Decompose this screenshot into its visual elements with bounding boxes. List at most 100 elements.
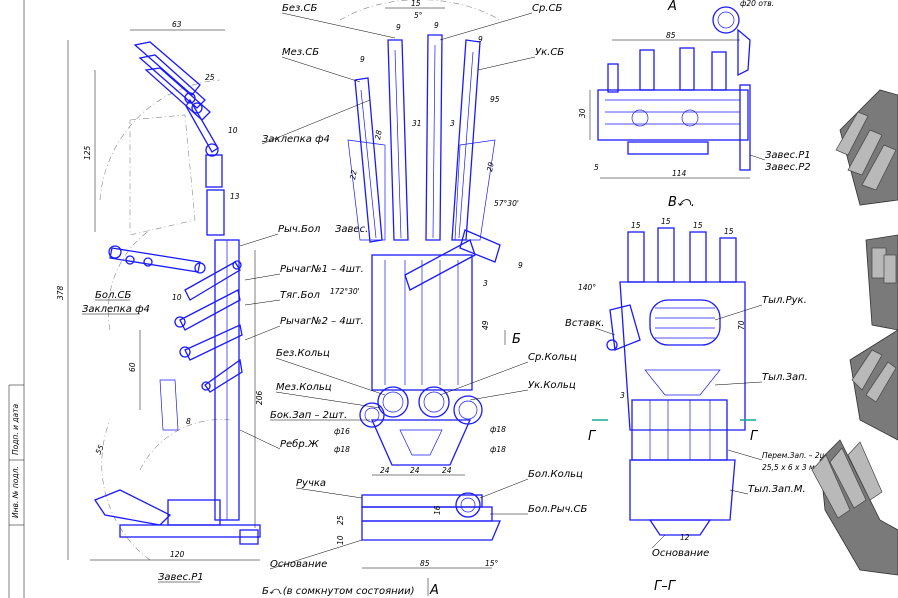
dim-10f: 10 xyxy=(336,535,345,545)
dim-15-s3: 15 xyxy=(693,221,703,230)
dim-15-s4: 15 xyxy=(724,227,734,236)
section-view-caption: Г–Г xyxy=(654,579,677,594)
top-view-caption: В⤺. xyxy=(668,195,695,210)
dim-3b: 3 xyxy=(483,279,488,288)
dim-9e: 9 xyxy=(518,261,523,270)
dim-55: 55 xyxy=(94,443,106,456)
cut-marker-g-left: Г xyxy=(588,429,597,444)
top-marker-a: А xyxy=(667,0,677,14)
label-mez-sb: Мез.СБ xyxy=(282,47,319,58)
dim-18b: ф18 xyxy=(490,425,506,434)
dim-28: 28 xyxy=(373,129,384,140)
label-bez-kolts: Без.Кольц xyxy=(276,348,330,359)
label-osnovanie-section: Основание xyxy=(652,548,709,559)
dim-206: 206 xyxy=(255,390,264,405)
dim-9d: 9 xyxy=(478,35,483,44)
dim-3-section: 3 xyxy=(620,391,625,400)
label-zaves: Завес. xyxy=(335,224,368,235)
render-bottom xyxy=(811,439,898,576)
dim-9b: 9 xyxy=(396,23,401,32)
dim-9c: 9 xyxy=(434,21,439,30)
label-lever1: Рычаг№1 – 4шт. xyxy=(280,264,364,275)
dim-18a: ф18 xyxy=(334,445,350,454)
dim-25: 25 xyxy=(336,515,345,525)
dim-10: 10 xyxy=(228,126,238,135)
dim-3: 3 xyxy=(450,119,455,128)
dim-16: ф16 xyxy=(334,427,350,436)
dim-63: 63 xyxy=(172,20,182,29)
sheet-frame: Подп. и дата Инв. № подл. xyxy=(8,0,25,598)
label-tyl-zap: Тыл.Зап. xyxy=(762,372,808,383)
label-mez-kolts: Мез.Кольц xyxy=(276,382,332,393)
label-peren: Перем.Зап. – 2шт. xyxy=(762,451,833,460)
label-bok-zap: Бок.Зап – 2шт. xyxy=(270,410,347,421)
dim-22: 22 xyxy=(348,169,359,180)
label-lever2: Рычаг№2 – 4шт. xyxy=(280,316,364,327)
dim-49: 49 xyxy=(481,320,490,330)
dim-16b: 16 xyxy=(433,505,442,515)
label-zaves-p2: Завес.Р2 xyxy=(765,162,811,173)
label-zaklepka-front: Заклепка ф4 xyxy=(262,134,330,145)
dim-57: 57°30' xyxy=(494,199,519,208)
section-marker-b: Б xyxy=(512,332,521,347)
label-tyl-ruk: Тыл.Рук. xyxy=(762,295,807,306)
label-bol-sb: Бол.СБ xyxy=(95,290,132,301)
label-bol-kolts: Бол.Кольц xyxy=(528,469,583,480)
label-sr-kolts: Ср.Кольц xyxy=(528,352,577,363)
dim-12: 12 xyxy=(680,533,690,542)
label-ruch-bol: Рыч.Бол xyxy=(278,224,321,235)
label-sr-sb: Ср.СБ xyxy=(532,3,562,14)
dim-10b: 10 xyxy=(172,293,182,302)
label-peren-size: 25,5 х 6 х 3 мм xyxy=(762,463,821,472)
label-ruchka: Ручка xyxy=(296,478,326,489)
dim-140deg: 140° xyxy=(578,283,596,292)
label-zaves-r1: Завес.Р1 xyxy=(158,572,204,583)
label-osnovanie-front: Основание xyxy=(270,559,327,570)
dim-24b: 24 xyxy=(410,466,420,475)
dim-25deg: 25 xyxy=(205,73,215,82)
dim-114: 114 xyxy=(672,169,687,178)
dim-85-top: 85 xyxy=(666,31,676,40)
render-views xyxy=(811,89,898,576)
label-bol-ryc-sb: Бол.Рыч.СБ xyxy=(528,504,588,515)
dim-5deg: 5° xyxy=(414,11,423,20)
dim-30-top: 30 xyxy=(578,108,587,118)
label-vstavk: Вставк. xyxy=(565,318,604,329)
dim-24c: 24 xyxy=(442,466,452,475)
label-uk-sb: Ук.СБ xyxy=(535,47,564,58)
label-bez-sb: Без.СБ xyxy=(282,3,317,14)
ring-left xyxy=(377,386,409,418)
label-tyag-bol: Тяг.Бол xyxy=(280,290,321,301)
dim-172: 172°30' xyxy=(330,287,360,296)
cut-marker-g-right: Г xyxy=(750,429,759,444)
dim-120: 120 xyxy=(170,550,185,559)
front-view: 15 5° 9 9 9 9 95 31 3 28 22 29 57°30' 9 … xyxy=(261,0,588,598)
dim-29: 29 xyxy=(485,161,496,172)
dim-8: 8 xyxy=(186,417,191,426)
dim-20-hole: ф20 отв. xyxy=(740,0,774,8)
dim-15-s2: 15 xyxy=(661,217,671,226)
dim-60: 60 xyxy=(128,362,137,372)
dim-5-top: 5 xyxy=(594,163,599,172)
dim-24a: 24 xyxy=(380,466,390,475)
top-view: А ф20 отв. 85 30 5 114 Завес.Р1 Завес.Р2… xyxy=(578,0,811,210)
front-fingers xyxy=(347,34,496,243)
label-uk-kolts: Ук.Кольц xyxy=(528,380,576,391)
render-top xyxy=(835,89,898,206)
front-view-caption: Б⤺.(в сомкнутом состоянии) xyxy=(262,586,415,597)
dim-18c: ф18 xyxy=(490,445,506,454)
dim-70: 70 xyxy=(737,320,746,330)
dim-125: 125 xyxy=(83,145,92,160)
render-middle xyxy=(865,234,898,331)
stamp-label-a: Подп. и дата xyxy=(11,404,20,455)
label-tyl-zap-m: Тыл.Зап.М. xyxy=(748,484,806,495)
side-view: 378 63 125 25 10 13 10 60 8 55 206 120 Б… xyxy=(56,20,368,583)
dim-31: 31 xyxy=(412,119,422,128)
section-view: 15 15 15 15 140° 70 3 12 Вставк. Тыл.Рук… xyxy=(565,217,833,594)
dim-9a: 9 xyxy=(360,55,365,64)
dim-95: 95 xyxy=(490,95,500,104)
dim-15deg: 15° xyxy=(485,559,499,568)
dim-15: 15 xyxy=(411,0,421,8)
